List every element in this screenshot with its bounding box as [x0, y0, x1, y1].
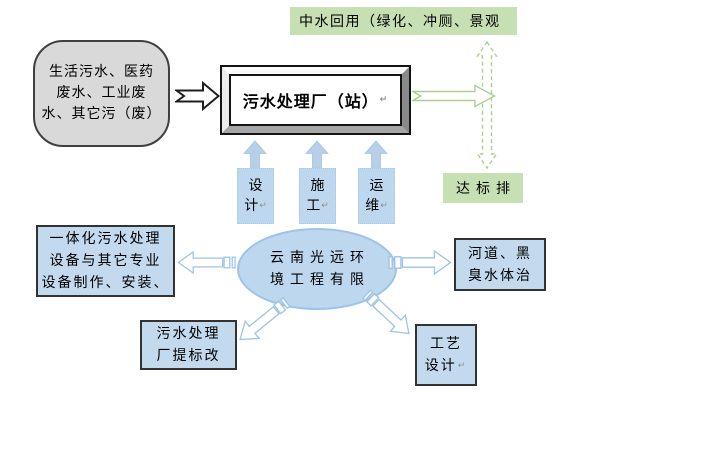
- source-box: 生活污水、医药 废水、工业废 水、其它污（废）: [33, 40, 170, 147]
- company-to-upgrade-arrow-icon: [231, 291, 296, 350]
- plant-label: 污水处理厂（站）: [242, 92, 379, 111]
- equipment-line: 设备与其它专业: [49, 253, 162, 269]
- equipment-line: 一体化污水处理: [49, 231, 162, 247]
- return-mark: ↵: [321, 200, 329, 211]
- service-tag-operation: 运 维 ↵: [358, 168, 395, 224]
- river-line: 臭水体治: [468, 267, 532, 284]
- river-line: 河道、黑: [468, 245, 532, 262]
- plant-box-bevel: 污水处理厂（站） ↵: [222, 67, 409, 133]
- service-label: 运: [369, 178, 384, 194]
- service-label: 计: [244, 198, 259, 214]
- service-label: 工: [306, 198, 321, 214]
- return-mark: ↵: [379, 94, 389, 105]
- return-mark: ↵: [259, 200, 267, 211]
- process-line: 工艺: [430, 336, 462, 352]
- service-label-line2: 维 ↵: [365, 196, 388, 216]
- company-to-process-arrow-icon: [357, 284, 419, 344]
- upgrade-box: 污水处理 厂提标改: [140, 320, 237, 370]
- service-label: 维: [365, 198, 380, 214]
- return-mark: ↵: [380, 200, 388, 211]
- equipment-line: 设备制作、安装、: [41, 275, 170, 291]
- process-design-box: 工艺 设计 ↵: [415, 324, 477, 386]
- equipment-box: 一体化污水处理 设备与其它专业 设备制作、安装、: [36, 225, 175, 297]
- service-label-line2: 工 ↵: [306, 196, 329, 216]
- company-to-equipment-arrow-icon: [177, 250, 236, 275]
- input-arrow-icon: [175, 81, 220, 111]
- company-to-river-arrow-icon: [388, 249, 452, 276]
- source-line: 水、其它污（废）: [41, 106, 162, 122]
- process-line: 设计: [424, 358, 457, 374]
- discharge-box: 达标排: [443, 173, 523, 203]
- design-up-arrow-icon: [243, 140, 267, 168]
- service-tag-design: 设 计 ↵: [237, 168, 274, 224]
- service-label: 设: [248, 178, 263, 194]
- reuse-label: 中水回用（绿化、冲厕、景观: [299, 14, 501, 30]
- service-tag-construction: 施 工 ↵: [299, 168, 336, 224]
- service-label: 施: [310, 178, 325, 194]
- treated-water-arrow-icon: [412, 84, 496, 108]
- reuse-box: 中水回用（绿化、冲厕、景观: [290, 7, 517, 35]
- service-label-line2: 计 ↵: [244, 196, 267, 216]
- river-box: 河道、黑 臭水体治: [454, 238, 546, 291]
- company-name-line: 云南光远环: [270, 250, 370, 266]
- discharge-label: 达标排: [456, 181, 516, 197]
- upgrade-line: 污水处理: [156, 326, 221, 342]
- company-name-line: 境工程有限: [270, 272, 370, 288]
- plant-box: 污水处理厂（站） ↵: [220, 65, 411, 135]
- process-line2: 设计 ↵: [425, 355, 468, 377]
- source-line: 生活污水、医药: [49, 64, 154, 80]
- construction-up-arrow-icon: [305, 140, 329, 168]
- source-line: 废水、工业废: [56, 85, 147, 101]
- operation-up-arrow-icon: [364, 140, 388, 168]
- return-mark: ↵: [457, 360, 468, 371]
- upgrade-line: 厂提标改: [156, 348, 221, 364]
- reuse-discharge-dashed-arrow-icon: [476, 41, 498, 169]
- company-ellipse: 云南光远环 境工程有限: [237, 228, 397, 310]
